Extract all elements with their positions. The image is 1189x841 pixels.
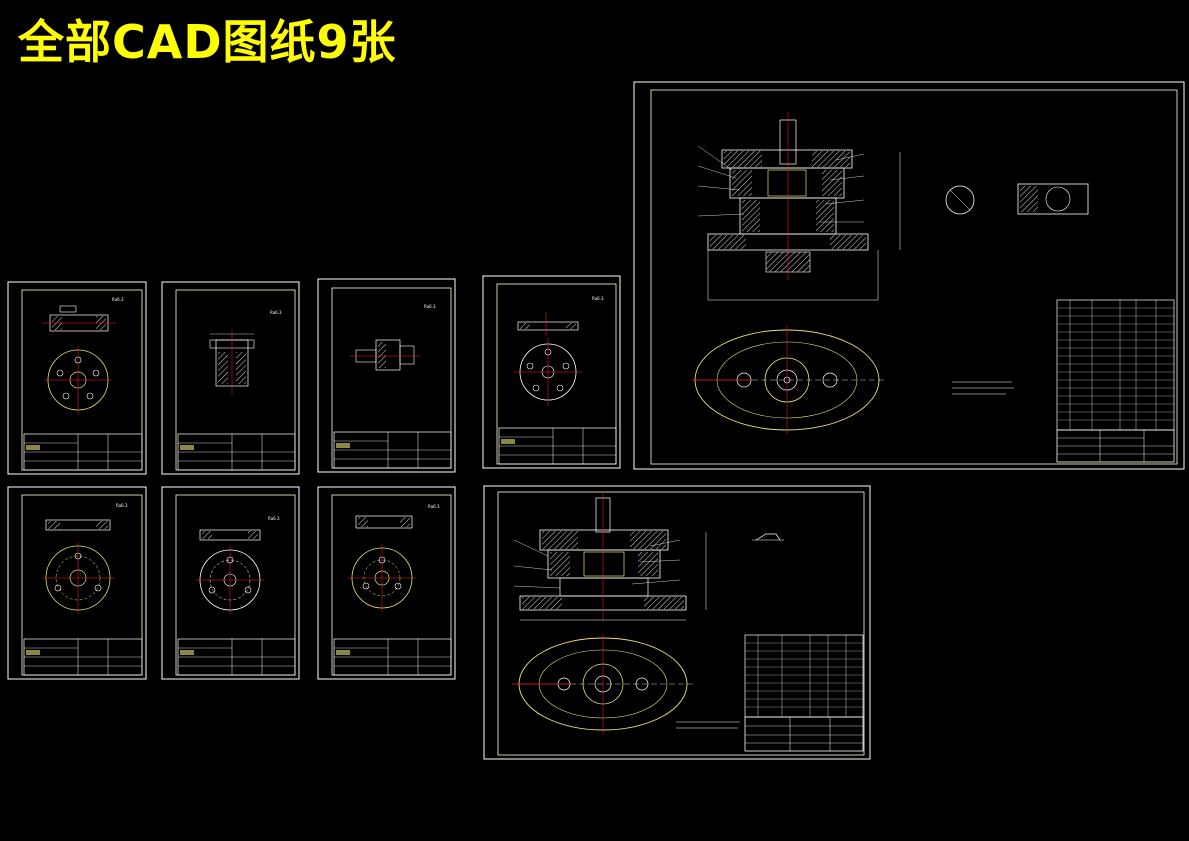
part-4-section-view: Ra6.3 bbox=[517, 296, 604, 336]
sheet-part-3[interactable]: Ra6.3 bbox=[317, 278, 456, 473]
assembly-2-parts-list bbox=[744, 634, 864, 718]
part-5-section-view: Ra6.3 bbox=[45, 503, 128, 531]
part-7-title-block bbox=[333, 638, 452, 676]
sheet-assembly-1[interactable] bbox=[633, 81, 1185, 470]
assembly-1-title-block bbox=[1056, 429, 1175, 463]
sheet-part-2[interactable]: Ra6.3 bbox=[161, 281, 300, 475]
sheet-part-4[interactable]: Ra6.3 bbox=[482, 275, 621, 469]
svg-text:Ra6.3: Ra6.3 bbox=[428, 504, 440, 509]
sheet-assembly-2[interactable] bbox=[483, 485, 871, 760]
assembly-1-front-section-view bbox=[697, 112, 901, 301]
part-7-section-view: Ra6.3 bbox=[355, 504, 440, 529]
assembly-2-plan-view bbox=[512, 634, 696, 734]
assembly-1-notes bbox=[952, 381, 1014, 395]
sheet-part-5[interactable]: Ra6.3 bbox=[7, 486, 147, 680]
part-2-title-block bbox=[177, 433, 296, 471]
svg-text:Ra6.3: Ra6.3 bbox=[270, 310, 282, 315]
part-1-plan-view bbox=[44, 346, 112, 414]
part-6-title-block bbox=[177, 638, 296, 676]
assembly-2-title-block bbox=[744, 716, 864, 752]
svg-text:Ra6.3: Ra6.3 bbox=[268, 516, 280, 521]
part-4-plan-view bbox=[514, 338, 582, 406]
svg-text:Ra6.3: Ra6.3 bbox=[112, 297, 124, 302]
part-3-title-block bbox=[333, 431, 452, 469]
assembly-2-detail-view bbox=[752, 533, 784, 541]
assembly-1-detail-view bbox=[945, 183, 1089, 215]
assembly-2-front-section-view bbox=[513, 494, 707, 621]
part-1-section-view: Ra6.3 bbox=[42, 297, 124, 332]
part-6-section-view: Ra6.3 bbox=[199, 516, 280, 541]
sheet-part-1[interactable]: Ra6.3 bbox=[7, 281, 147, 475]
assembly-1-plan-view bbox=[692, 326, 886, 434]
part-3-section-view: Ra6.3 bbox=[350, 304, 436, 371]
svg-text:Ra6.3: Ra6.3 bbox=[116, 503, 128, 508]
sheet-part-7[interactable]: Ra6.3 bbox=[317, 486, 456, 680]
svg-text:Ra6.3: Ra6.3 bbox=[424, 304, 436, 309]
assembly-1-parts-list bbox=[1056, 299, 1175, 431]
part-6-plan-view bbox=[196, 546, 264, 614]
svg-text:Ra6.3: Ra6.3 bbox=[592, 296, 604, 301]
sheet-part-6[interactable]: Ra6.3 bbox=[161, 486, 300, 680]
assembly-2-notes bbox=[676, 721, 740, 729]
part-7-plan-view bbox=[348, 544, 416, 612]
part-4-title-block bbox=[498, 427, 617, 465]
part-2-section-view: Ra6.3 bbox=[209, 310, 282, 394]
part-5-plan-view bbox=[42, 542, 114, 614]
part-5-title-block bbox=[23, 638, 143, 676]
part-1-title-block bbox=[23, 433, 143, 471]
page-title: 全部CAD图纸9张 bbox=[18, 15, 397, 69]
